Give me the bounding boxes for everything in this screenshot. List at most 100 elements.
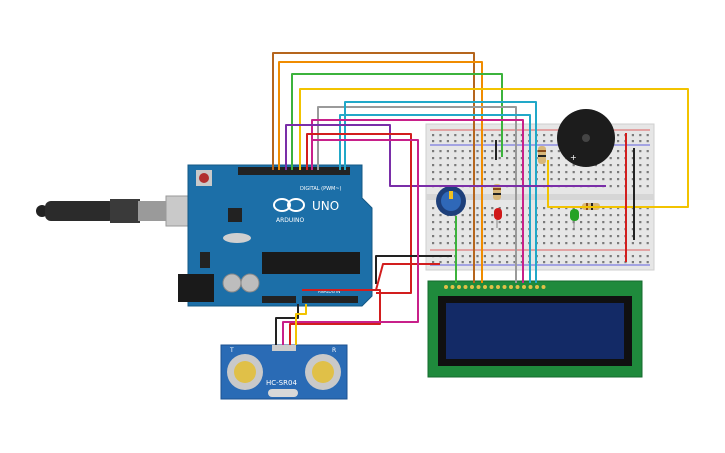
breadboard-hole	[476, 178, 479, 181]
breadboard-hole	[646, 140, 649, 143]
breadboard-hole	[454, 150, 457, 153]
breadboard-hole	[609, 261, 612, 264]
breadboard-hole	[498, 164, 501, 167]
breadboard-hole	[506, 214, 509, 217]
arduino-logo	[273, 198, 305, 212]
lcd-pin	[496, 285, 500, 289]
breadboard-hole	[646, 228, 649, 231]
breadboard-hole	[631, 207, 634, 210]
breadboard-hole	[446, 261, 449, 264]
breadboard-hole	[639, 207, 642, 210]
breadboard-hole	[454, 171, 457, 174]
analog-header-label: ANALOG IN	[318, 289, 340, 294]
breadboard-hole	[550, 235, 553, 238]
breadboard-hole	[483, 140, 486, 143]
breadboard-hole	[506, 221, 509, 224]
breadboard-hole	[506, 150, 509, 153]
breadboard-hole	[557, 157, 560, 160]
breadboard-hole	[617, 255, 620, 258]
breadboard-hole	[631, 171, 634, 174]
breadboard-hole	[565, 255, 568, 258]
breadboard-hole	[483, 214, 486, 217]
resistor-1	[538, 146, 546, 164]
breadboard-hole	[432, 140, 435, 143]
breadboard-hole	[565, 207, 568, 210]
breadboard-hole	[491, 242, 494, 245]
potentiometer[interactable]	[436, 186, 466, 216]
breadboard-hole	[639, 134, 642, 137]
breadboard-hole	[476, 214, 479, 217]
breadboard-hole	[550, 261, 553, 264]
breadboard-hole	[550, 178, 553, 181]
ultrasonic-sensor[interactable]: HC-SR04 T R	[220, 344, 348, 400]
breadboard-hole	[631, 214, 634, 217]
arduino-brand: ARDUINO	[276, 217, 305, 224]
breadboard-hole	[520, 134, 523, 137]
breadboard-hole	[446, 140, 449, 143]
breadboard-hole	[602, 255, 605, 258]
breadboard-hole	[461, 242, 464, 245]
breadboard-hole	[483, 242, 486, 245]
breadboard-hole	[565, 228, 568, 231]
breadboard-hole	[432, 178, 435, 181]
breadboard-hole	[631, 255, 634, 258]
breadboard-hole	[498, 255, 501, 258]
breadboard-hole	[639, 255, 642, 258]
breadboard-hole	[580, 207, 583, 210]
breadboard-hole	[639, 261, 642, 264]
breadboard-hole	[461, 221, 464, 224]
breadboard-hole	[557, 207, 560, 210]
lcd-pin-header	[444, 285, 546, 289]
breadboard-hole	[602, 164, 605, 167]
breadboard-hole	[646, 242, 649, 245]
breadboard-hole	[520, 255, 523, 258]
piezo-buzzer[interactable]: +	[557, 109, 615, 167]
breadboard-hole	[587, 171, 590, 174]
breadboard-hole	[454, 164, 457, 167]
breadboard-hole	[557, 150, 560, 153]
lcd-pin	[502, 285, 507, 289]
breadboard-hole	[602, 178, 605, 181]
lcd-display[interactable]	[427, 280, 643, 378]
breadboard-hole	[432, 207, 435, 210]
green-led	[570, 209, 579, 228]
breadboard-hole	[498, 235, 501, 238]
breadboard-hole	[631, 185, 634, 188]
breadboard-hole	[513, 171, 516, 174]
breadboard-hole	[483, 171, 486, 174]
breadboard-hole	[609, 235, 612, 238]
breadboard-hole	[557, 235, 560, 238]
breadboard-hole	[491, 140, 494, 143]
breadboard-hole	[617, 150, 620, 153]
breadboard-hole	[543, 242, 546, 245]
wire-purple	[285, 124, 606, 187]
wire-cyan-2	[339, 114, 531, 283]
wire-yellow-sensor	[295, 304, 307, 345]
breadboard-hole	[594, 221, 597, 224]
breadboard-hole	[617, 242, 620, 245]
breadboard-hole	[543, 207, 546, 210]
breadboard-hole	[491, 171, 494, 174]
breadboard-hole	[513, 221, 516, 224]
lcd-screen	[446, 303, 624, 359]
breadboard-hole	[565, 171, 568, 174]
lcd-pin	[509, 285, 513, 289]
lcd-pin	[476, 285, 481, 289]
breadboard-hole	[432, 235, 435, 238]
breadboard-hole	[639, 178, 642, 181]
breadboard-hole	[594, 214, 597, 217]
breadboard-hole	[609, 178, 612, 181]
breadboard-hole	[543, 261, 546, 264]
breadboard-hole	[439, 171, 442, 174]
breadboard-hole	[506, 242, 509, 245]
arduino-uno-board[interactable]: ARDUINO UNO DIGITAL (PWM~) ANALOG IN	[178, 164, 373, 307]
breadboard-hole	[565, 164, 568, 167]
breadboard-hole	[491, 255, 494, 258]
breadboard-hole	[469, 157, 472, 160]
breadboard-hole	[594, 255, 597, 258]
breadboard-hole	[491, 221, 494, 224]
breadboard-hole	[483, 255, 486, 258]
breadboard-hole	[506, 207, 509, 210]
breadboard-hole	[639, 214, 642, 217]
breadboard-hole	[461, 171, 464, 174]
